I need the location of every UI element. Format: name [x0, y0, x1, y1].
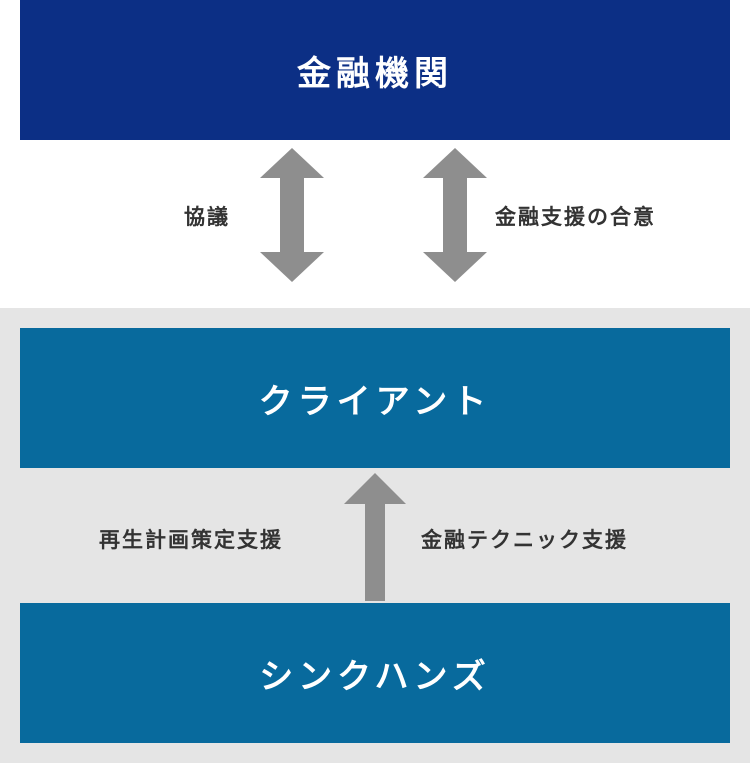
consultation-arrow-icon	[260, 148, 324, 282]
financial-institution-box: 金融機関	[20, 0, 730, 140]
financial-support-agreement-label: 金融支援の合意	[495, 205, 656, 229]
consultation-label: 協議	[184, 205, 230, 229]
synchands-box: シンクハンズ	[20, 603, 730, 743]
financial-institution-label: 金融機関	[297, 53, 453, 94]
financial-technique-support-label: 金融テクニック支援	[421, 528, 628, 552]
financial-support-agreement-arrow-icon	[423, 148, 487, 282]
support-up-arrow-icon	[344, 473, 406, 601]
synchands-label: シンクハンズ	[259, 656, 491, 697]
client-box: クライアント	[20, 328, 730, 468]
client-label: クライアント	[258, 381, 492, 422]
recovery-plan-support-label: 再生計画策定支援	[99, 528, 283, 552]
